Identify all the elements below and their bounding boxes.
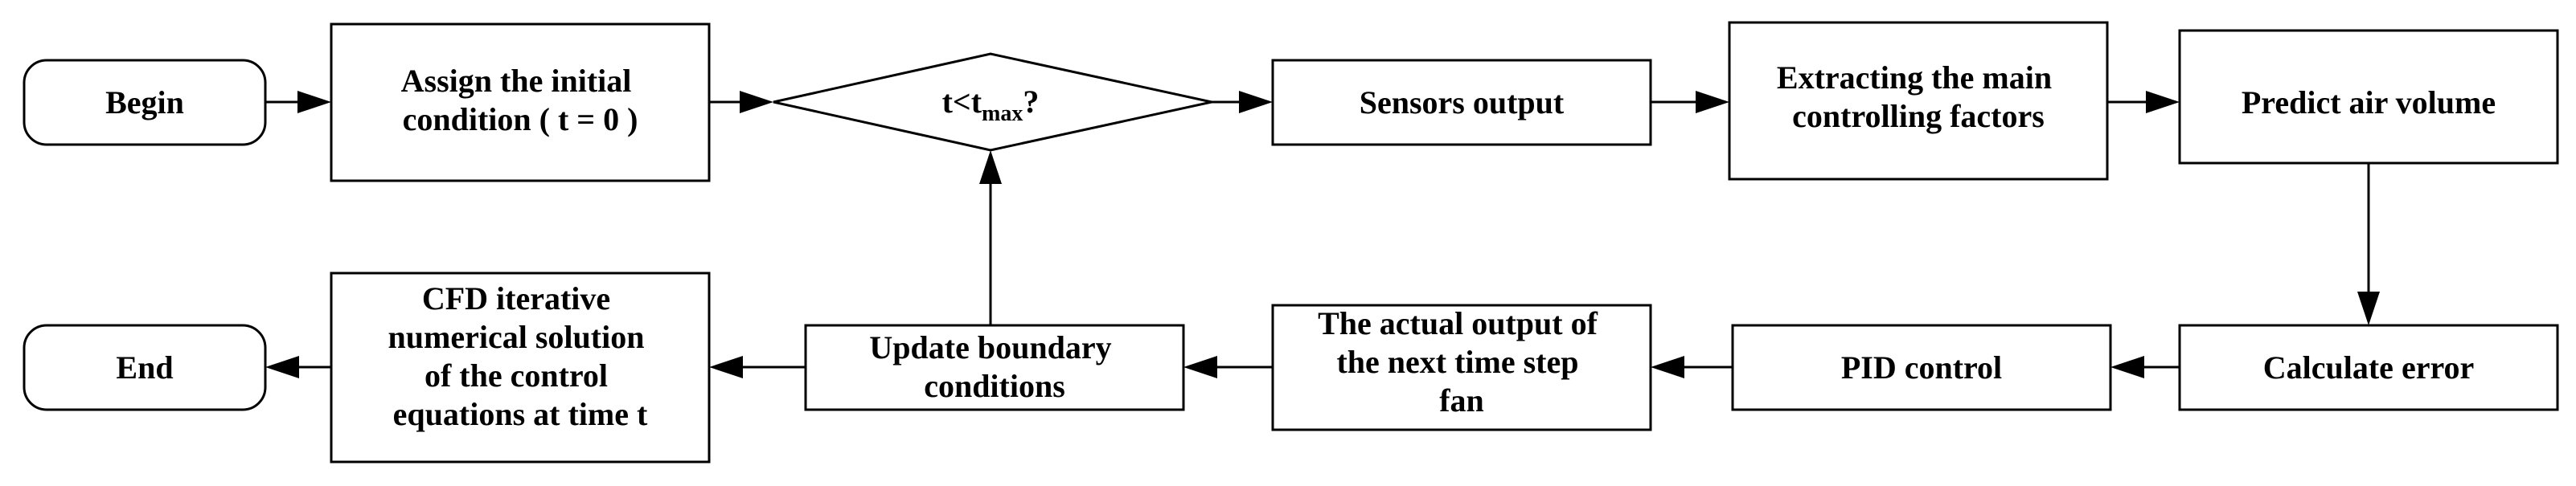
actual-output-box: [1271, 304, 1652, 431]
arrowhead-assign: [297, 91, 331, 113]
arrowhead-decision-up: [979, 150, 1002, 184]
end-terminal: [23, 324, 267, 411]
extract-label: Extracting the main controlling factors: [1777, 59, 2060, 134]
assign-label: Assign the initial condition ( t = 0 ): [401, 63, 640, 137]
arrowhead-decision: [740, 91, 773, 113]
arrowhead-pid: [2110, 356, 2144, 378]
sensors-label: Sensors output: [1360, 84, 1565, 120]
decision-label: t<tmax?: [942, 84, 1040, 126]
arrowhead-calc: [2357, 292, 2380, 325]
update-box: [804, 324, 1185, 411]
begin-label: Begin: [105, 84, 184, 120]
arrowhead-end: [265, 356, 299, 378]
sensors-box: [1271, 59, 1652, 146]
pid-box: [1731, 324, 2112, 411]
arrowhead-update: [1183, 356, 1217, 378]
predict-label: Predict air volume: [2242, 84, 2496, 120]
pid-label: PID control: [1841, 349, 2002, 386]
calc-error-label: Calculate error: [2263, 349, 2474, 386]
arrowhead-extract: [1696, 91, 1729, 113]
arrowhead-predict: [2146, 91, 2180, 113]
arrowhead-cfd: [709, 356, 743, 378]
arrowhead-actual: [1651, 356, 1684, 378]
end-label: End: [116, 349, 173, 386]
cfd-box: [330, 272, 711, 464]
update-label: Update boundary conditions: [869, 329, 1119, 404]
assign-box: [330, 22, 711, 182]
arrowhead-sensors: [1239, 91, 1273, 113]
actual-output-label: The actual output of the next time step …: [1318, 305, 1606, 419]
extract-box: [1728, 21, 2109, 181]
cfd-label: CFD iterative numerical solution of the …: [388, 280, 653, 432]
predict-box: [2178, 29, 2559, 165]
